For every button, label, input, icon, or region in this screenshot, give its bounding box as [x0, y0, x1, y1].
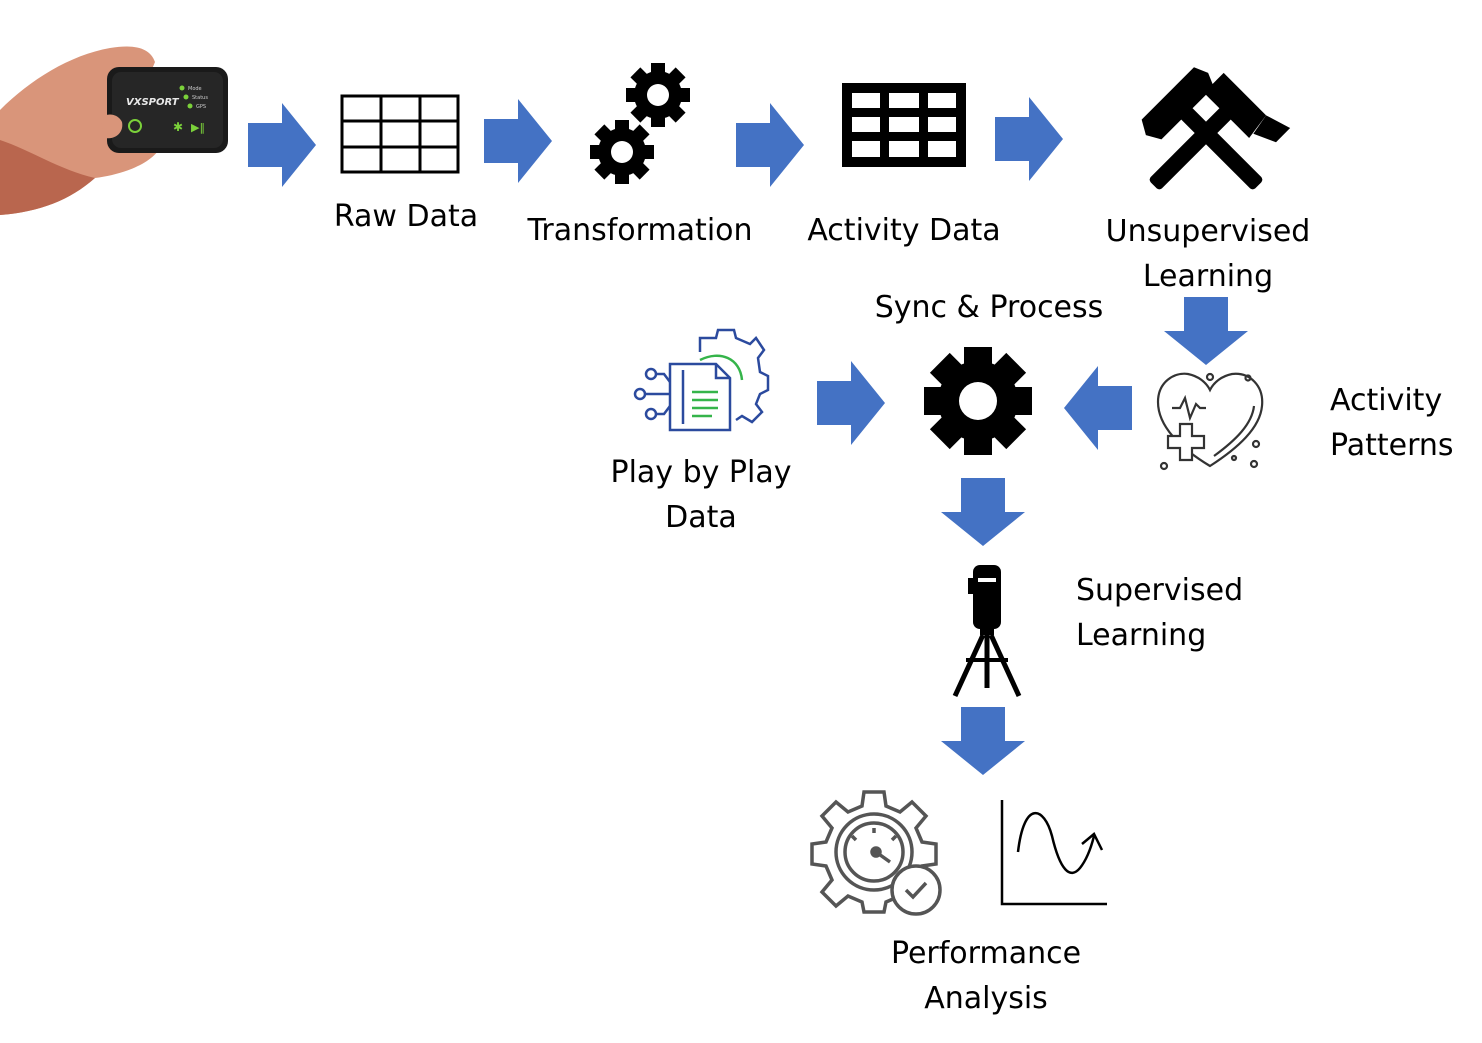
hand-device-image: VXSPORT Mode Status GPS ✱ ▶‖ — [0, 46, 228, 215]
tripod-instrument-icon — [952, 565, 1022, 698]
play-pause-icon: ▶‖ — [191, 121, 205, 134]
arrow-unsupervised-to-patterns — [1164, 297, 1248, 365]
heart-health-icon — [1156, 372, 1264, 471]
led-label-mode: Mode — [188, 86, 202, 92]
arrow-playbyplay-to-sync — [817, 361, 885, 445]
led-gps — [187, 103, 193, 109]
power-icon — [128, 119, 142, 133]
arrow-raw-to-transform — [484, 99, 552, 183]
play-by-play-label: Play by Play Data — [610, 455, 792, 535]
raw-data-table-icon — [340, 94, 460, 174]
led-label-gps: GPS — [196, 104, 206, 110]
arrow-transform-to-activity — [736, 103, 804, 187]
supervised-learning-label: Supervised Learning — [1076, 573, 1244, 653]
arrow-patterns-to-sync — [1064, 366, 1132, 450]
arrow-supervised-to-performance — [941, 707, 1025, 775]
arrow-activity-to-unsupervised — [995, 97, 1063, 181]
led-mode — [179, 85, 185, 91]
performance-analysis-label: Performance Analysis — [890, 936, 1082, 1016]
performance-gauge-gear-icon — [810, 790, 942, 916]
device-brand: VXSPORT — [126, 97, 180, 108]
sync-process-gear-icon — [924, 347, 1032, 455]
activity-patterns-label: Activity Patterns — [1330, 383, 1454, 463]
transformation-label: Transformation — [527, 213, 753, 248]
crossed-hammers-icon — [1141, 67, 1291, 190]
raw-data-label: Raw Data — [333, 199, 479, 234]
arrow-sync-to-supervised — [941, 478, 1025, 546]
arrow-device-to-raw — [248, 103, 316, 187]
play-by-play-document-icon — [633, 328, 770, 432]
wave-chart-icon — [1000, 800, 1107, 906]
led-status — [183, 94, 189, 100]
led-label-status: Status — [192, 95, 208, 101]
unsupervised-learning-label: Unsupervised Learning — [1105, 214, 1311, 294]
activity-data-table-icon — [842, 83, 966, 167]
sync-process-label: Sync & Process — [874, 290, 1104, 325]
activity-data-label: Activity Data — [807, 213, 1001, 248]
transformation-gears-icon — [590, 63, 690, 184]
star-button-icon: ✱ — [173, 120, 183, 134]
